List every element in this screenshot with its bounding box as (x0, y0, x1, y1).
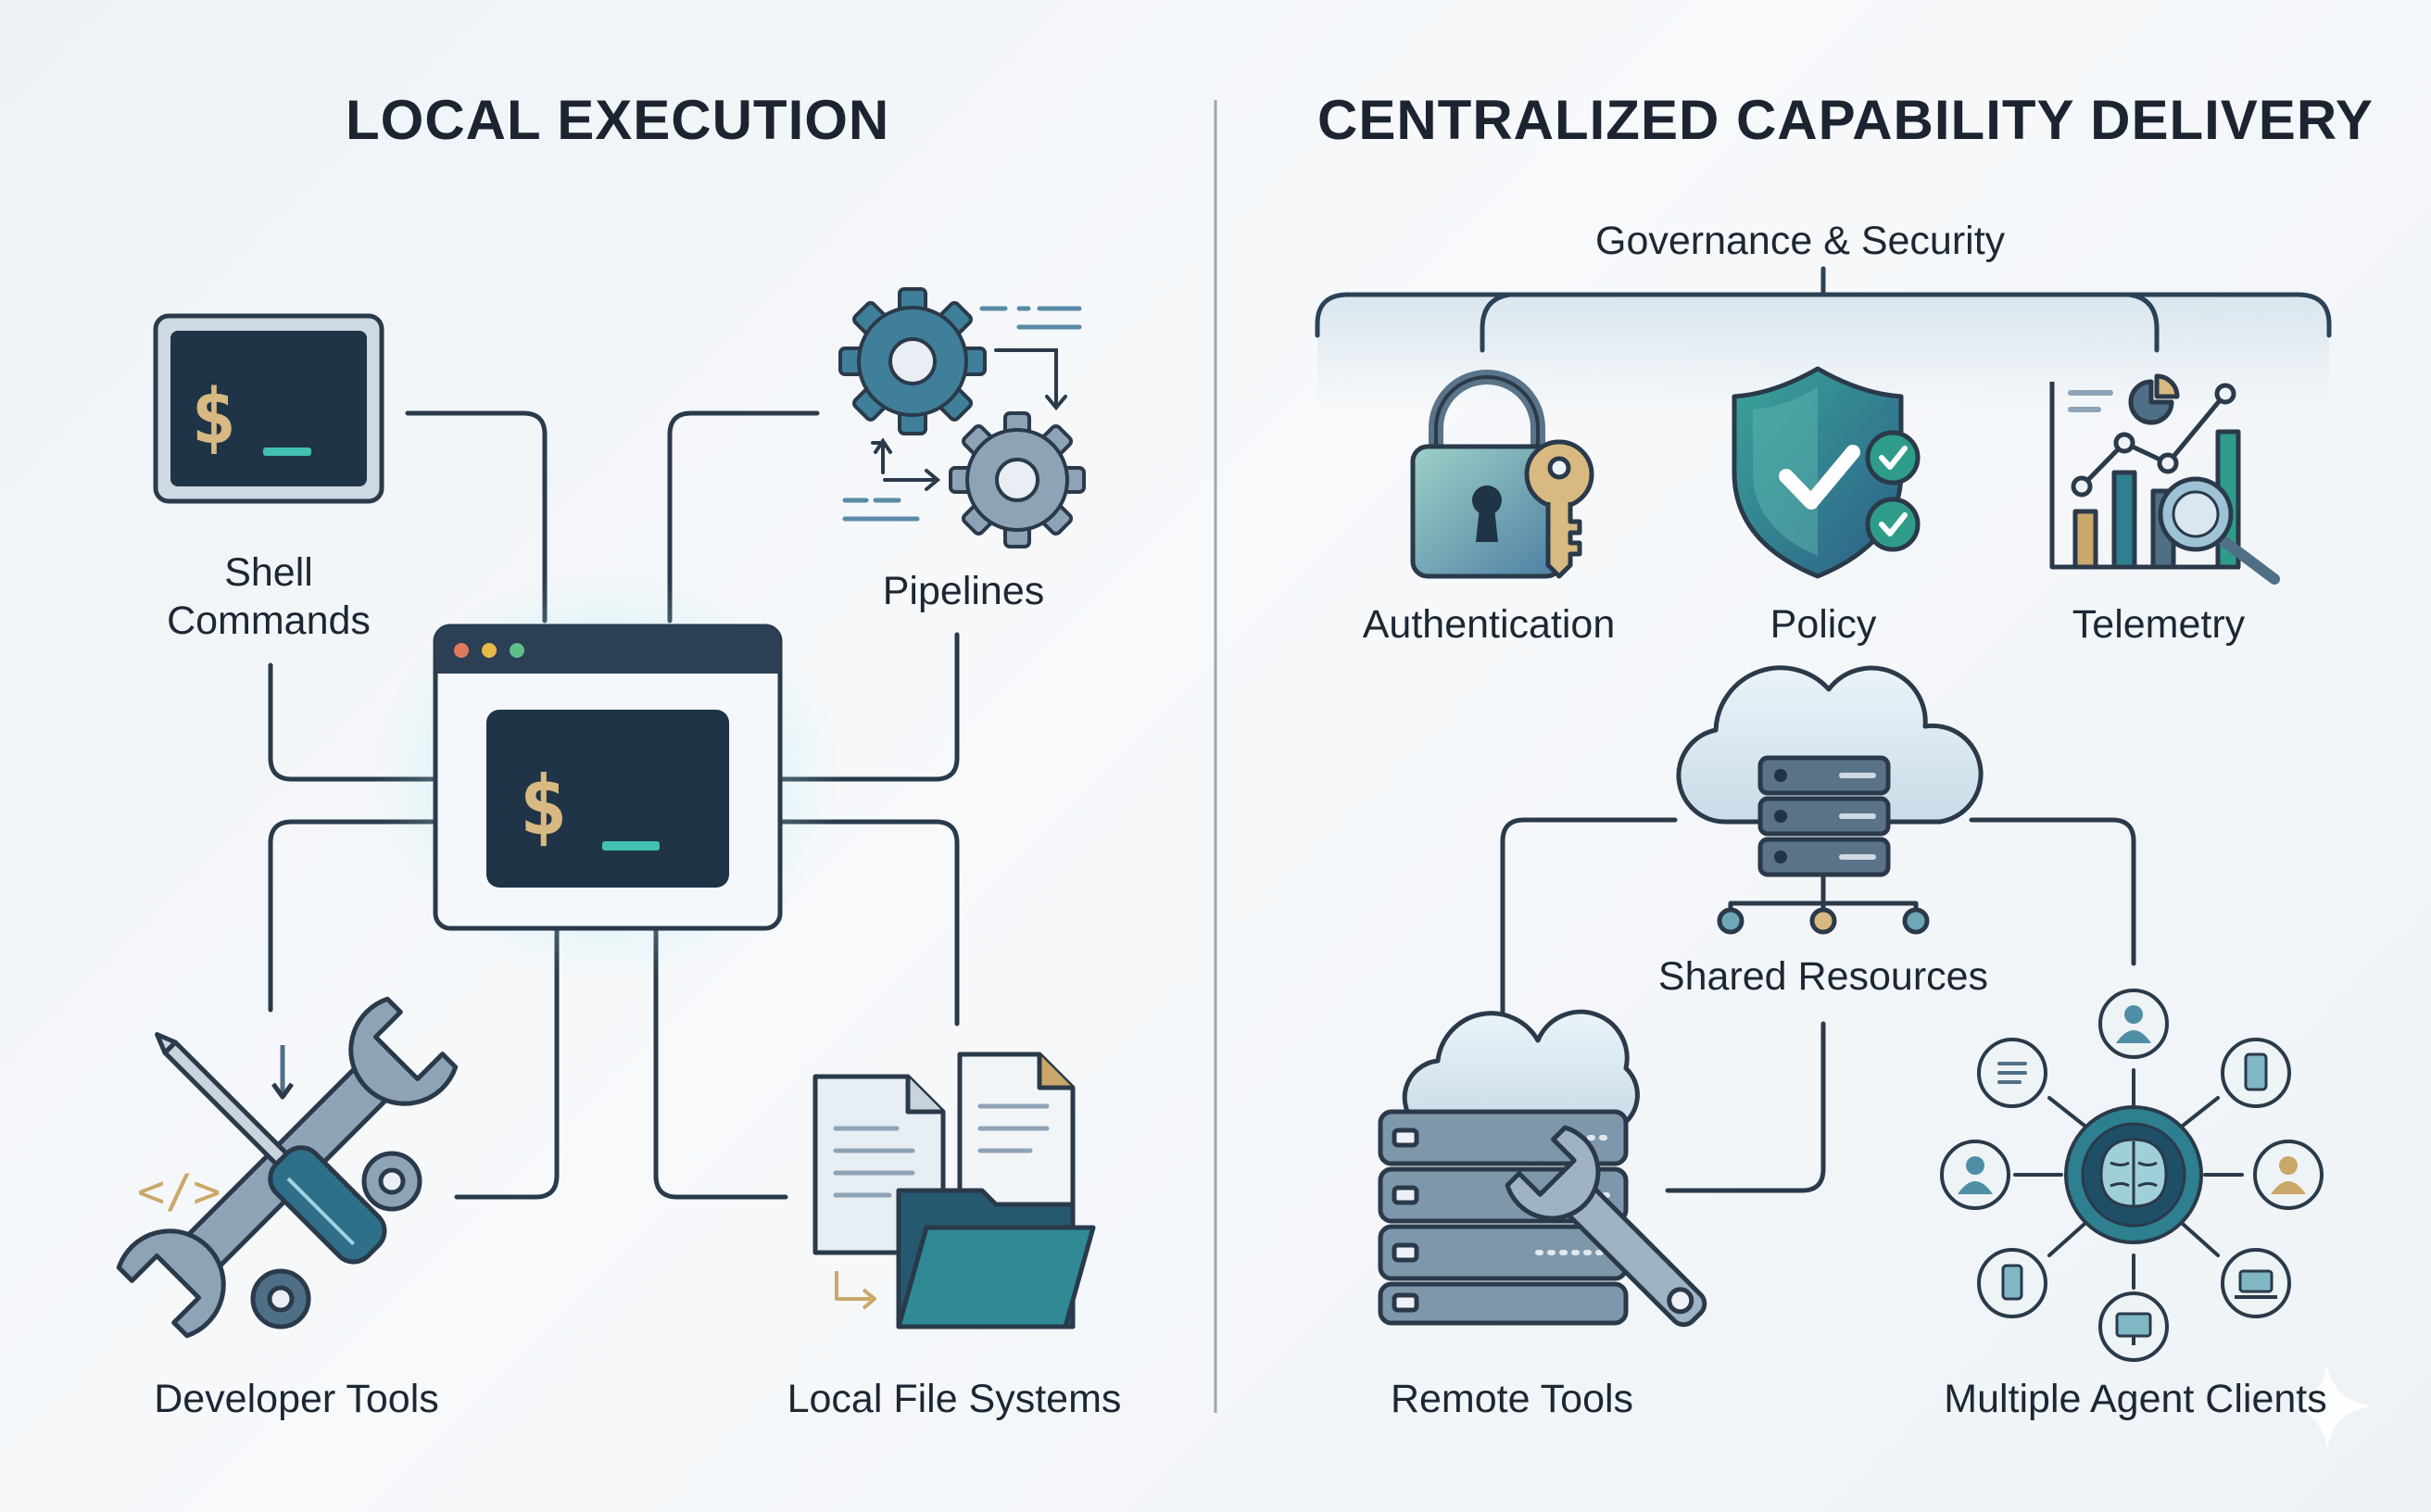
connector-pipelines-bottom (780, 632, 960, 782)
connector-devtools-bottom (454, 924, 560, 1200)
policy-label: Policy (1770, 602, 1877, 647)
delivery-connectors (1500, 817, 2136, 1193)
window-dot-yellow (482, 643, 497, 658)
governance-bracket (1315, 266, 2332, 408)
authentication-lock-icon (1410, 370, 1594, 579)
shared-resources-label: Shared Resources (1657, 954, 1989, 999)
connector-shared-to-remote (1500, 817, 1678, 1017)
agent-clients-hub-icon (1940, 989, 2324, 1362)
connector-remote-to-shared (1665, 1021, 1826, 1193)
shell-commands-label-line2: Commands (167, 598, 371, 643)
telemetry-label: Telemetry (2072, 602, 2246, 647)
central-terminal-window: $ (376, 573, 839, 980)
connector-files-bottom (653, 924, 788, 1200)
window-dot-green (510, 643, 524, 658)
central-terminal-glyph: $ (519, 758, 568, 853)
telemetry-chart-icon (2049, 373, 2280, 585)
svg-text:</>: </> (137, 1165, 220, 1218)
connector-shared-to-clients (1969, 817, 2136, 966)
remote-tools-label: Remote Tools (1390, 1377, 1634, 1421)
connector-shell-top (405, 410, 548, 624)
policy-shield-icon (1732, 366, 1921, 579)
authentication-label: Authentication (1362, 602, 1616, 647)
local-file-systems-label: Local File Systems (787, 1377, 1122, 1421)
connector-shell-bottom (268, 662, 438, 782)
connector-devtools-top (268, 819, 438, 1013)
connector-files-top (780, 819, 960, 1027)
shared-resources-cloud-icon (1676, 665, 1984, 935)
shell-commands-label: Shell Commands (148, 548, 389, 645)
local-execution-title: LOCAL EXECUTION (346, 89, 890, 151)
shell-commands-label-line1: Shell (224, 550, 313, 595)
local-file-systems-icon (812, 1052, 1096, 1329)
local-connectors (268, 410, 960, 1200)
governance-security-label: Governance & Security (1595, 219, 2006, 263)
developer-tools-label: Developer Tools (154, 1377, 439, 1421)
sparkle-watermark (2285, 1364, 2372, 1449)
connector-pipelines-top (667, 410, 820, 624)
multiple-agent-clients-label: Multiple Agent Clients (1944, 1377, 2327, 1421)
shell-terminal-icon: $ (153, 313, 384, 504)
pipelines-gears-icon (838, 287, 1086, 548)
centralized-delivery-title: CENTRALIZED CAPABILITY DELIVERY (1317, 89, 2374, 151)
pipelines-label: Pipelines (882, 569, 1045, 613)
svg-text:$: $ (191, 373, 236, 461)
window-dot-red (454, 643, 469, 658)
developer-tools-icon: </> (116, 996, 459, 1339)
remote-tools-server-icon (1378, 1009, 1707, 1328)
